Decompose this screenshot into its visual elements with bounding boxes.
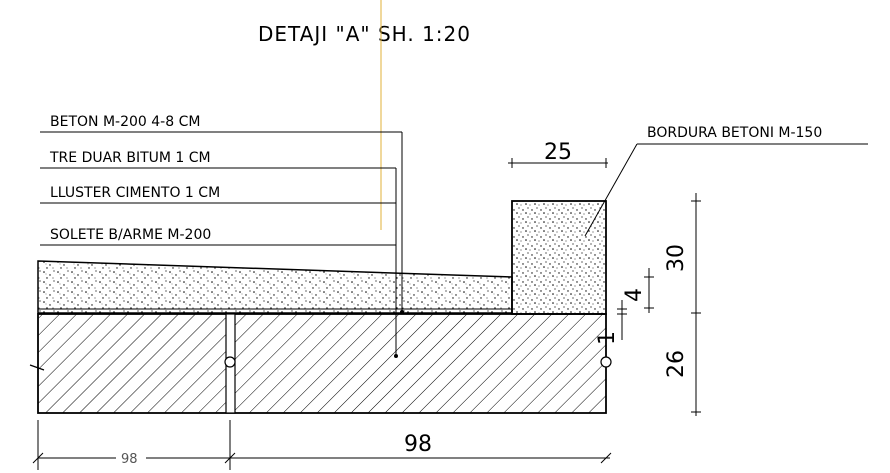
joint-detail-left (224, 356, 236, 368)
dim-span-right-label: 98 (404, 432, 432, 457)
layer-label-4: SOLETE B/ARME M-200 (50, 227, 211, 243)
layer-label-3: LLUSTER CIMENTO 1 CM (50, 185, 220, 201)
concrete-topping (37, 260, 513, 314)
dim-curb-width: 25 (508, 140, 608, 168)
dim-curb-width-label: 25 (544, 140, 572, 165)
dim-vertical-right: 30 26 (664, 193, 701, 416)
detail-title: DETAJI "A" SH. 1:20 (258, 22, 471, 46)
layer-label-2: TRE DUAR BITUM 1 CM (49, 150, 211, 166)
concrete-curb (511, 200, 607, 315)
dim-gap: 1 (595, 300, 627, 345)
curb-leader (584, 143, 638, 237)
dim-gap-label: 1 (595, 331, 620, 345)
layer-label-1: BETON M-200 4-8 CM (50, 114, 200, 130)
dim-slab-thickness-label: 26 (664, 350, 689, 378)
dim-span-left-label: 98 (121, 452, 138, 467)
dim-topping: 4 (622, 268, 654, 313)
curb-label: BORDURA BETONI M-150 (647, 125, 822, 141)
joint-detail-right (600, 356, 612, 368)
break-line (29, 364, 45, 371)
dim-bottom: 98 98 (32, 420, 612, 470)
reinforced-slab (37, 313, 607, 414)
dim-curb-height-label: 30 (664, 244, 689, 272)
dim-topping-label: 4 (622, 288, 647, 302)
